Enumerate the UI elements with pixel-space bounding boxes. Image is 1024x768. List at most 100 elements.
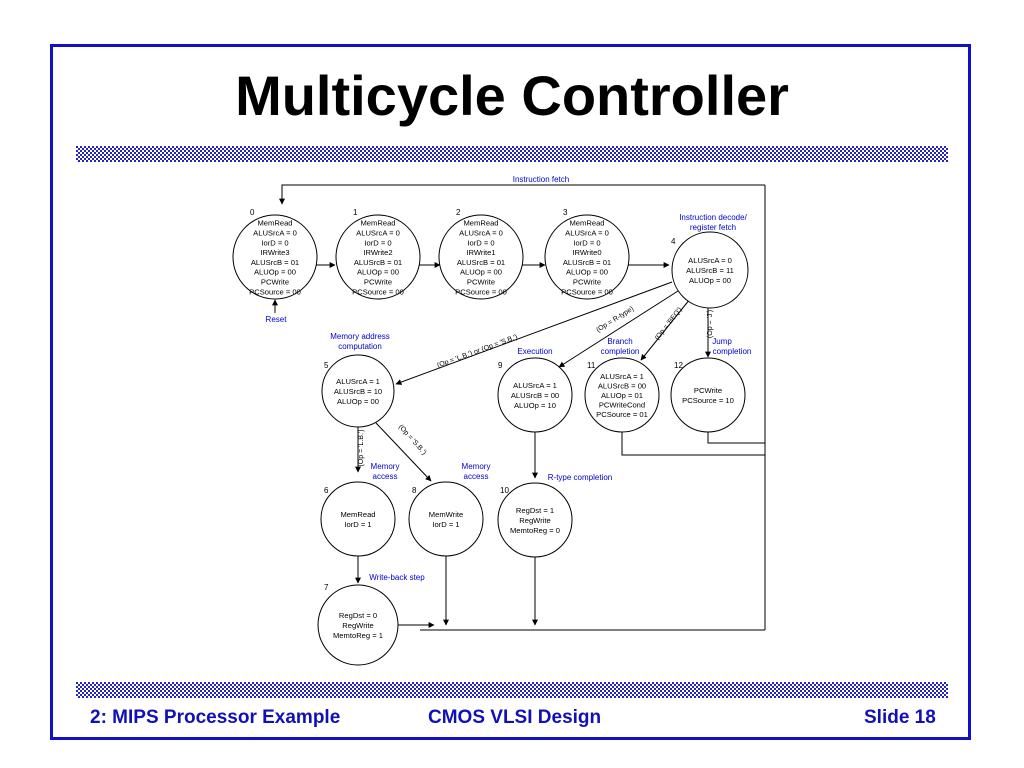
- rtype-completion-label: R-type completion: [548, 473, 612, 482]
- state-0-output: ALUOp = 00: [254, 268, 296, 277]
- state-0-output: ALUSrcA = 0: [253, 229, 297, 238]
- state-9-output: ALUSrcA = 1: [513, 381, 557, 390]
- state-9-output: ALUOp = 10: [514, 401, 556, 410]
- top-pattern-band: [76, 146, 948, 162]
- state-5-circle: [321, 354, 395, 428]
- state-11-output: PCWriteCond: [599, 400, 645, 409]
- mem-access-6-line1: Memory: [371, 462, 400, 471]
- state-2-circle: [438, 214, 524, 300]
- state-2-output: MemRead: [463, 219, 498, 228]
- state-7-circle: [317, 584, 399, 666]
- state-3-output: IRWrite0: [572, 248, 601, 257]
- state-3-output: IorD = 0: [573, 238, 600, 247]
- state-10-circle: [497, 482, 573, 558]
- transitions: [272, 184, 766, 631]
- instruction-fetch-label: Instruction fetch: [513, 175, 569, 184]
- state-4-output: ALUSrcB = 11: [686, 266, 734, 275]
- state-1-circle: [335, 214, 421, 300]
- state-5-number: 5: [324, 361, 329, 370]
- execution-label: Execution: [517, 347, 552, 356]
- state-7-output: RegDst = 0: [339, 611, 377, 620]
- state-4-circle: [671, 231, 749, 309]
- state-11-circle: [584, 357, 660, 433]
- state-0-output: IorD = 0: [261, 238, 288, 247]
- state-1-output: ALUOp = 00: [357, 268, 399, 277]
- state-12-circle: [670, 357, 746, 433]
- footer-right: Slide 18: [864, 707, 936, 728]
- state-2-output: IorD = 0: [467, 238, 494, 247]
- state-2-number: 2: [456, 208, 461, 217]
- state-2-output: ALUOp = 00: [460, 268, 502, 277]
- jump-label-line1: Jump: [712, 337, 732, 346]
- arrow-4-9: [558, 290, 679, 368]
- state-10-output: RegDst = 1: [516, 506, 554, 515]
- state-2-output: IRWrite1: [466, 248, 495, 257]
- state-1-output: PCWrite: [364, 278, 392, 287]
- state-0-circle: [232, 214, 318, 300]
- state-11-output: ALUSrcA = 1: [600, 372, 644, 381]
- state-4-output: ALUOp = 00: [689, 276, 731, 285]
- state-9-number: 9: [498, 361, 503, 370]
- state-5-output: ALUOp = 00: [337, 397, 379, 406]
- state-5-output: ALUSrcB = 10: [334, 387, 382, 396]
- state-3-output: MemRead: [569, 219, 604, 228]
- state-2-output: ALUSrcA = 0: [459, 229, 503, 238]
- state-9-output: ALUSrcB = 00: [511, 391, 559, 400]
- arrow-4-5: [395, 281, 673, 385]
- footer-left: 2: MIPS Processor Example: [90, 707, 341, 728]
- footer-center: CMOS VLSI Design: [428, 707, 602, 728]
- state-10-output: MemtoReg = 0: [510, 526, 560, 535]
- state-10-output: RegWrite: [519, 516, 551, 525]
- mem-access-6-line2: access: [373, 472, 398, 481]
- state-12-number: 12: [674, 361, 683, 370]
- slide-title: Multicycle Controller: [235, 64, 789, 127]
- state-1-output: IRWrite2: [363, 248, 392, 257]
- cond-lb: (Op = 'L.B.'): [358, 429, 365, 466]
- arrow-4-11: [640, 298, 691, 361]
- state-3-number: 3: [563, 208, 568, 217]
- annotations: Instruction fetch Instruction decode/ re…: [266, 175, 752, 582]
- state-6-output: IorD = 1: [344, 520, 371, 529]
- state-3-circle: [544, 214, 630, 300]
- state-1-output: MemRead: [360, 219, 395, 228]
- state-1-output: IorD = 0: [364, 238, 391, 247]
- mem-addr-label-line1: Memory address: [330, 332, 390, 341]
- state-0-output: PCSource = 00: [249, 287, 301, 296]
- state-9-circle: [497, 357, 573, 433]
- state-4-output: ALUSrcA = 0: [688, 256, 732, 265]
- write-back-label: Write-back step: [369, 573, 425, 582]
- cond-rtype: (Op = R-type): [595, 305, 635, 334]
- state-7-output: RegWrite: [342, 621, 374, 630]
- state-0-output: MemRead: [257, 219, 292, 228]
- state-2-output: PCSource = 00: [455, 287, 507, 296]
- state-6-number: 6: [324, 486, 329, 495]
- state-1-number: 1: [353, 208, 358, 217]
- state-0-output: ALUSrcB = 01: [251, 258, 299, 267]
- state-2-output: PCWrite: [467, 278, 495, 287]
- state-12-output: PCWrite: [694, 386, 722, 395]
- state-7-number: 7: [324, 583, 329, 592]
- bottom-pattern-band: [76, 682, 948, 698]
- state-6-circle: [320, 481, 396, 557]
- state-11-output: PCSource = 01: [596, 410, 648, 419]
- jump-label-line2: completion: [713, 347, 752, 356]
- state-3-output: PCSource = 00: [561, 287, 613, 296]
- state-1-output: ALUSrcB = 01: [354, 258, 402, 267]
- state-3-output: ALUSrcB = 01: [563, 258, 611, 267]
- state-11-output: ALUOp = 01: [601, 391, 643, 400]
- cond-sb: (Op = 'S.B.'): [397, 424, 428, 457]
- state-4-number: 4: [671, 237, 676, 246]
- cond-lb-sb: (Op = 'L.B.') or (Op = 'S.B.'): [436, 334, 518, 370]
- state-0-output: IRWrite3: [260, 248, 289, 257]
- reset-label: Reset: [266, 315, 288, 324]
- state-1-output: ALUSrcA = 0: [356, 229, 400, 238]
- state-0-number: 0: [250, 208, 255, 217]
- slide-frame: [50, 44, 971, 740]
- state-10-number: 10: [500, 486, 509, 495]
- state-8-circle: [408, 481, 484, 557]
- state-8-number: 8: [412, 486, 417, 495]
- state-2-output: ALUSrcB = 01: [457, 258, 505, 267]
- state-11-number: 11: [587, 361, 596, 370]
